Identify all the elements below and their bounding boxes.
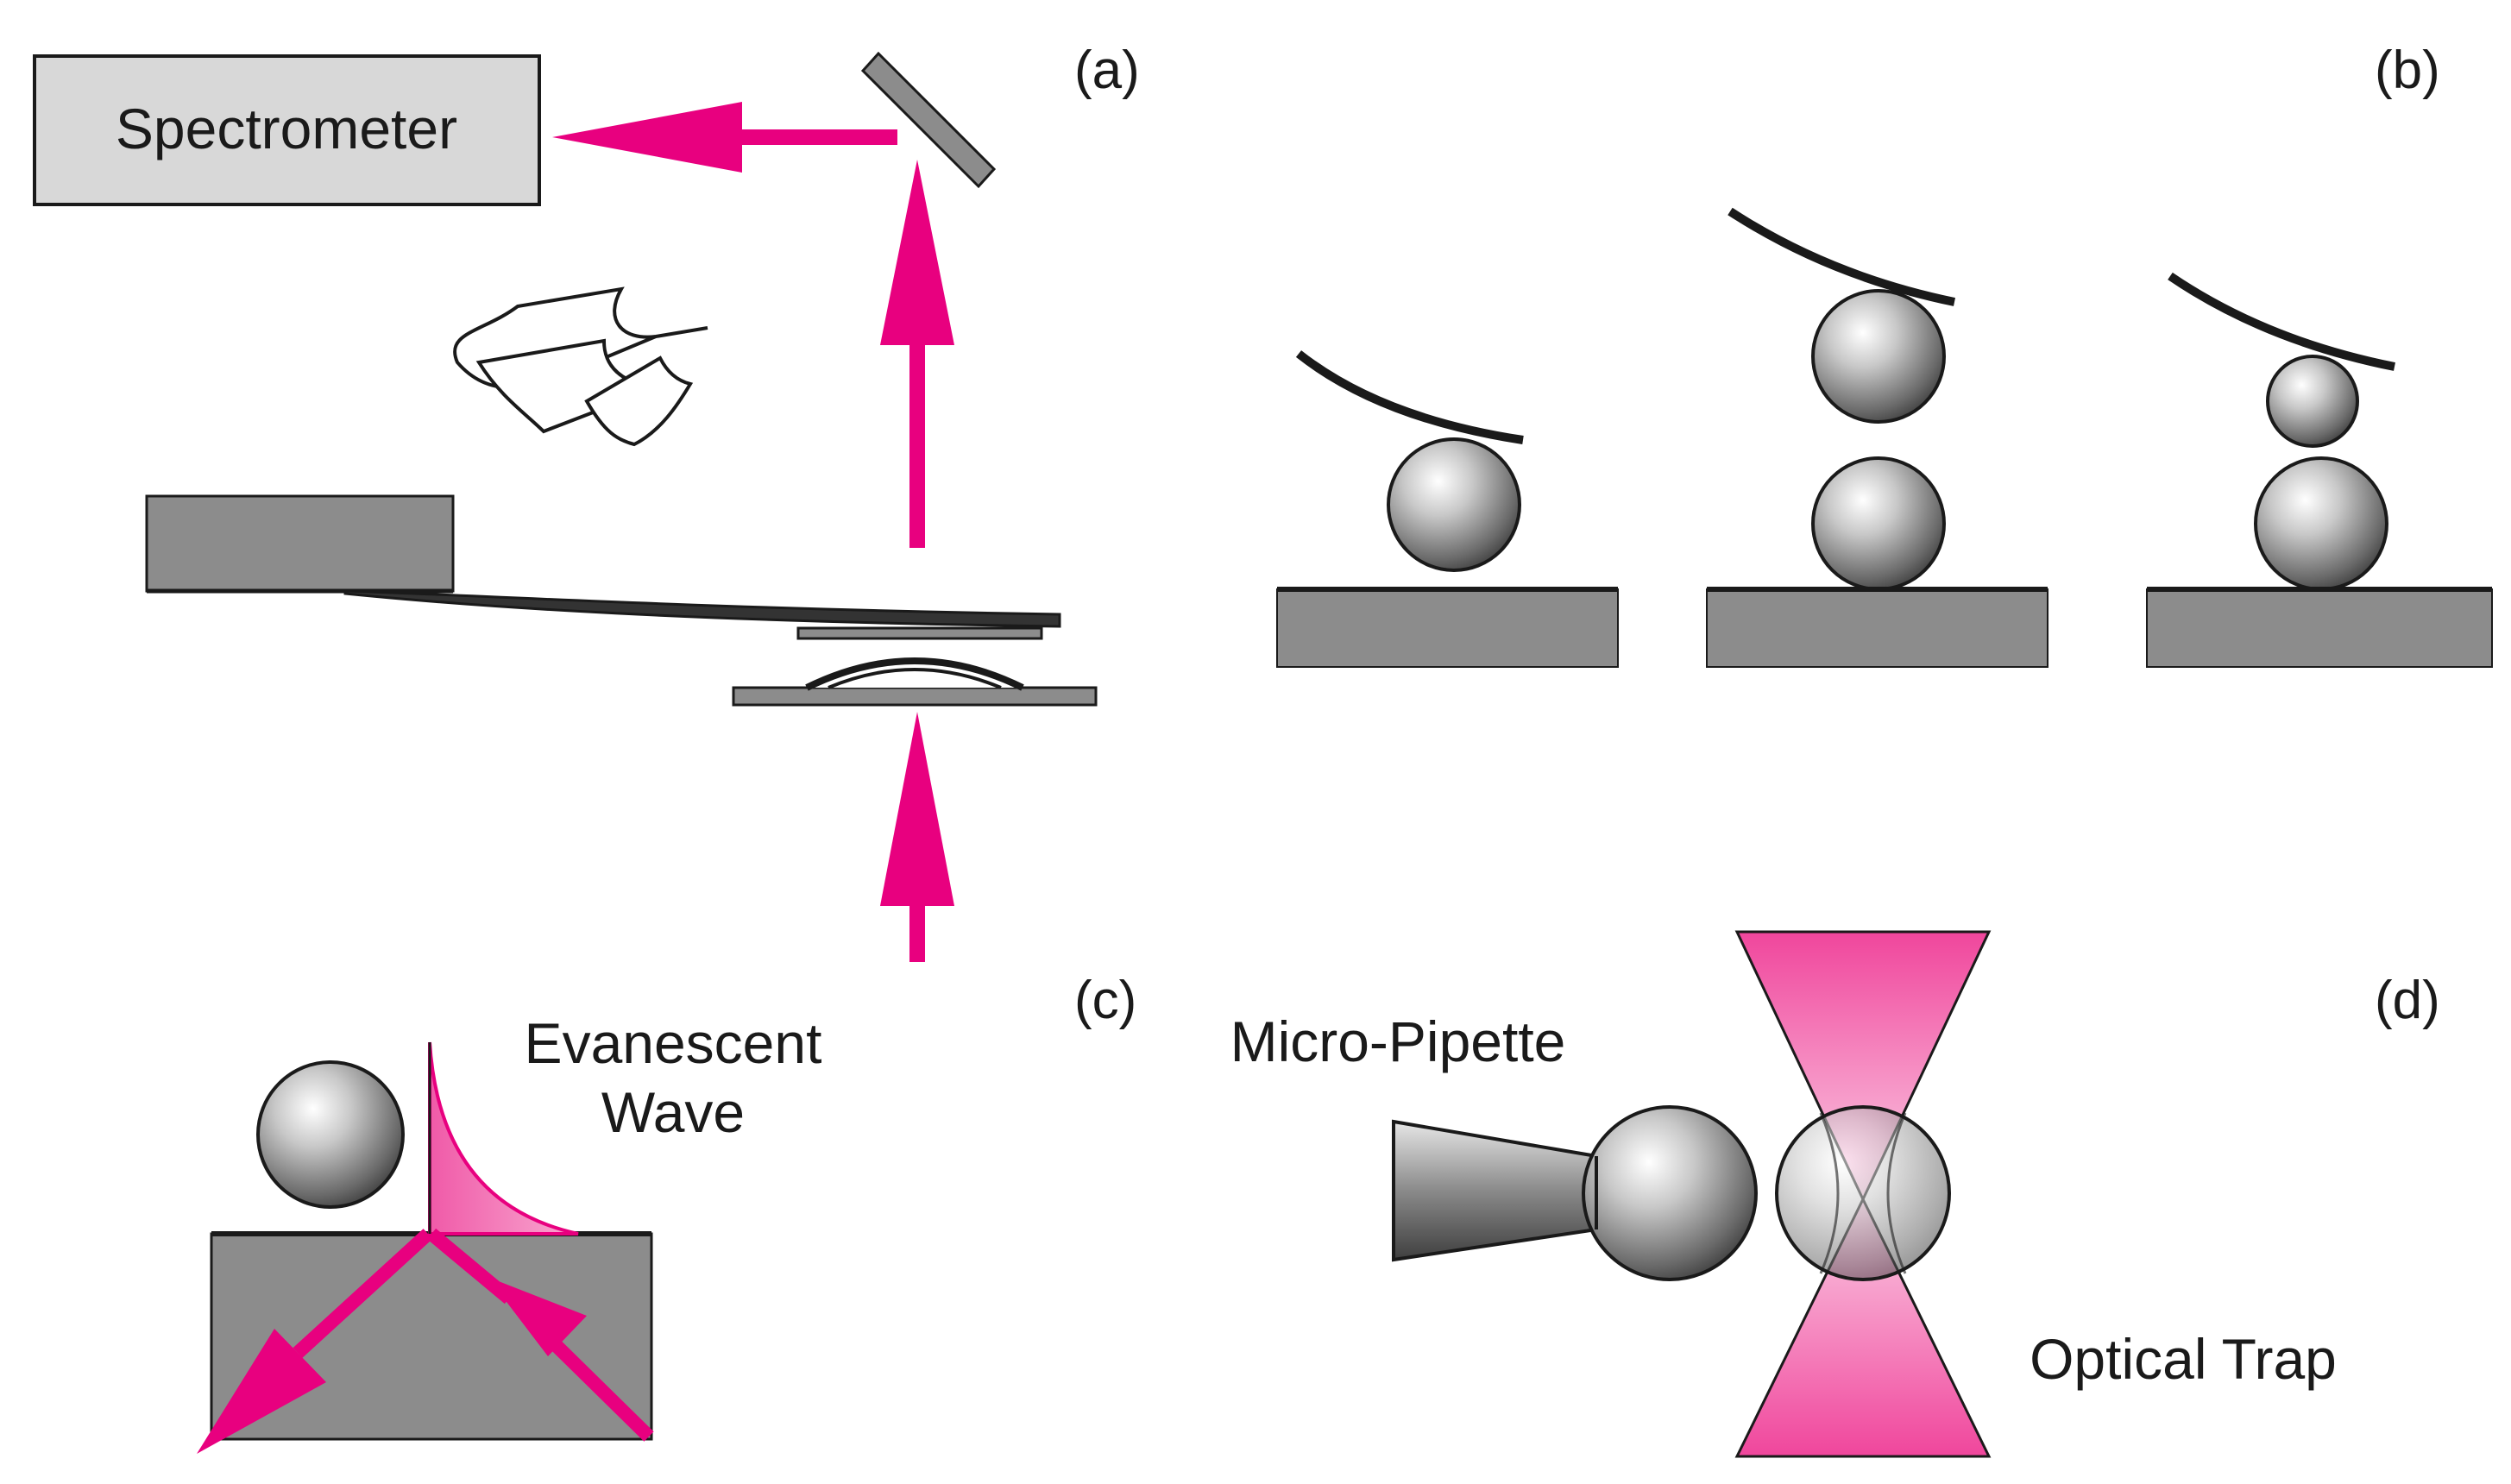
reflected-ray-arrow	[197, 1229, 433, 1454]
cantilever-arc	[1727, 207, 1956, 306]
panel-c: Evanescent Wave	[197, 1011, 821, 1454]
pipette-held-sphere	[1582, 1105, 1758, 1281]
substrate	[1706, 588, 2048, 668]
cantilever-arc	[1295, 350, 1524, 444]
substrate	[1276, 588, 1619, 668]
beam-to-spectrometer-arrow	[552, 102, 897, 173]
cantilever-arc	[2168, 272, 2395, 371]
spectrometer-label: Spectrometer	[116, 97, 457, 160]
evanescent-wave-label-line2: Wave	[601, 1080, 745, 1144]
beam-incident-arrow	[880, 712, 954, 962]
micro-pipette-label: Micro-Pipette	[1230, 1009, 1566, 1073]
optical-trap-beam	[1734, 930, 1992, 1458]
sphere-top	[1811, 289, 1946, 424]
panel-a: Spectrometer	[33, 51, 1098, 962]
sample-droplet	[805, 657, 1024, 691]
sphere	[256, 1060, 405, 1209]
trapped-sphere	[1775, 1105, 1951, 1281]
evanescent-wave-label-line1: Evanescent	[525, 1011, 822, 1075]
beam-up-to-mirror-arrow	[880, 160, 954, 548]
incident-ray-arrow	[426, 1228, 654, 1442]
single-sphere-setup	[1276, 350, 1619, 668]
panel-b-label: (b)	[2375, 41, 2440, 100]
rotation-component-icon	[453, 286, 708, 447]
panel-c-label: (c)	[1074, 971, 1136, 1030]
spectrometer-box: Spectrometer	[33, 54, 541, 206]
sphere-large	[2254, 456, 2388, 591]
sphere-bottom	[1811, 456, 1946, 591]
substrate	[2146, 588, 2493, 668]
panel-d: Micro-Pipette Optical Trap	[1230, 930, 2337, 1458]
sphere	[1387, 437, 1521, 572]
optical-trap-label: Optical Trap	[2030, 1327, 2337, 1391]
sphere-small	[2266, 355, 2359, 448]
sample-slide	[732, 686, 1098, 707]
panel-b	[1276, 207, 2493, 668]
two-sphere-setup	[1706, 207, 2048, 668]
small-large-sphere-setup	[2146, 272, 2493, 668]
micro-pipette	[1392, 1119, 1598, 1262]
panel-a-label: (a)	[1074, 41, 1140, 100]
cantilever-beam	[343, 589, 1061, 628]
mirror	[860, 51, 997, 189]
panel-d-label: (d)	[2375, 971, 2440, 1030]
cantilever-chip	[145, 494, 455, 593]
evanescent-wave-profile	[428, 1041, 579, 1236]
